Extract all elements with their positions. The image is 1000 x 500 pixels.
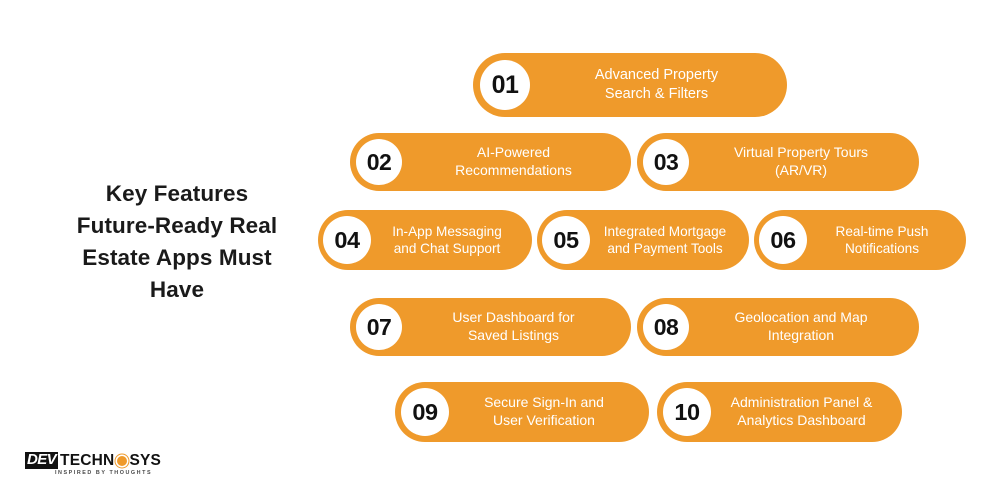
feature-label: Geolocation and Map Integration — [689, 309, 911, 345]
feature-item-04[interactable]: 04 In-App Messaging and Chat Support — [318, 210, 532, 270]
feature-label-line: Analytics Dashboard — [737, 412, 866, 428]
feature-item-06[interactable]: 06 Real-time Push Notifications — [754, 210, 966, 270]
page-title-line: Future-Ready Real — [76, 212, 278, 238]
feature-label-line: User Dashboard for — [452, 309, 575, 326]
feature-label: Administration Panel & Analytics Dashboa… — [711, 394, 894, 430]
feature-number-badge: 08 — [643, 304, 689, 350]
feature-label: Advanced Property Search & Filters — [530, 66, 779, 103]
page-title-line: Have — [149, 276, 205, 302]
feature-number-badge: 10 — [663, 388, 711, 436]
feature-number-badge: 02 — [356, 139, 402, 185]
feature-row: 02 AI-Powered Recommendations 03 Virtual… — [350, 133, 919, 191]
feature-number-badge: 05 — [542, 216, 590, 264]
feature-label-line: Secure Sign-In and — [484, 394, 604, 411]
gear-icon — [116, 455, 127, 466]
feature-label-line: Geolocation and Map — [734, 309, 868, 326]
feature-label-line: Integration — [767, 327, 835, 343]
feature-label: In-App Messaging and Chat Support — [371, 223, 525, 258]
feature-label-line: Advanced Property — [594, 67, 719, 84]
feature-label-line: Recommendations — [455, 162, 572, 178]
feature-item-03[interactable]: 03 Virtual Property Tours (AR/VR) — [637, 133, 919, 191]
feature-label-line: and Payment Tools — [607, 241, 723, 256]
logo-wordmark: DEV TECHN SYS — [25, 452, 161, 469]
feature-number-badge: 09 — [401, 388, 449, 436]
feature-label-line: Administration Panel & — [730, 394, 873, 411]
feature-label-line: (AR/VR) — [774, 162, 828, 178]
feature-label: Integrated Mortgage and Payment Tools — [590, 223, 742, 258]
feature-label: Virtual Property Tours (AR/VR) — [689, 144, 911, 180]
feature-label: AI-Powered Recommendations — [402, 144, 623, 180]
feature-label-line: Virtual Property Tours — [733, 144, 869, 161]
feature-label: Real-time Push Notifications — [807, 223, 959, 258]
feature-label-line: Saved Listings — [467, 327, 560, 343]
feature-number-badge: 03 — [643, 139, 689, 185]
feature-item-10[interactable]: 10 Administration Panel & Analytics Dash… — [657, 382, 902, 442]
feature-label: Secure Sign-In and User Verification — [449, 394, 641, 430]
feature-label: User Dashboard for Saved Listings — [402, 309, 623, 345]
feature-row: 07 User Dashboard for Saved Listings 08 … — [350, 298, 919, 356]
feature-label-line: User Verification — [493, 412, 595, 428]
feature-label-line: Search & Filters — [604, 86, 709, 102]
feature-row: 04 In-App Messaging and Chat Support 05 … — [318, 210, 966, 270]
feature-label-line: Integrated Mortgage — [603, 223, 727, 239]
feature-number-badge: 07 — [356, 304, 402, 350]
feature-number-badge: 01 — [480, 60, 530, 110]
feature-row: 09 Secure Sign-In and User Verification … — [395, 382, 902, 442]
feature-number-badge: 04 — [323, 216, 371, 264]
feature-item-08[interactable]: 08 Geolocation and Map Integration — [637, 298, 919, 356]
page-title: Key Features Future-Ready Real Estate Ap… — [46, 178, 308, 306]
feature-item-01[interactable]: 01 Advanced Property Search & Filters — [473, 53, 787, 117]
logo-techno-text: TECHN — [60, 451, 115, 469]
page-title-line: Key Features — [105, 181, 249, 206]
page-title-line: Estate Apps Must — [82, 244, 272, 270]
logo-tagline: INSPIRED BY THOUGHTS — [55, 470, 153, 476]
feature-label-line: AI-Powered — [476, 144, 551, 161]
feature-item-02[interactable]: 02 AI-Powered Recommendations — [350, 133, 631, 191]
feature-label-line: Notifications — [844, 241, 920, 256]
feature-item-09[interactable]: 09 Secure Sign-In and User Verification — [395, 382, 649, 442]
feature-item-07[interactable]: 07 User Dashboard for Saved Listings — [350, 298, 631, 356]
feature-list: 01 Advanced Property Search & Filters 02… — [318, 53, 966, 442]
feature-number-badge: 06 — [759, 216, 807, 264]
feature-item-05[interactable]: 05 Integrated Mortgage and Payment Tools — [537, 210, 749, 270]
logo-sys-text: SYS — [129, 451, 162, 469]
feature-row: 01 Advanced Property Search & Filters — [473, 53, 787, 117]
feature-label-line: and Chat Support — [393, 241, 501, 256]
brand-logo: DEV TECHN SYS INSPIRED BY THOUGHTS — [25, 452, 161, 476]
feature-label-line: In-App Messaging — [392, 223, 502, 239]
feature-label-line: Real-time Push — [835, 223, 929, 239]
logo-dev-text: DEV — [25, 451, 59, 469]
